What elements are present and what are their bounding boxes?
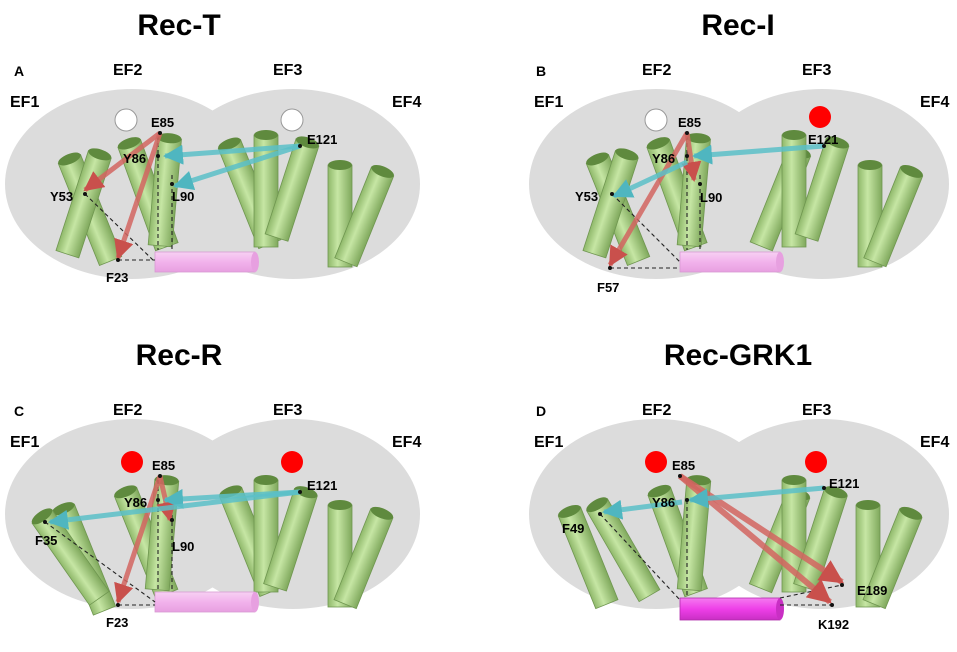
residue-label: Y86 [124,495,147,510]
residue-label: Y86 [652,151,675,166]
panel-c: Rec-R C EF1 EF2 EF3 EF4 [5,339,421,630]
ef4-label: EF4 [920,94,949,111]
panel-letter: C [14,403,24,419]
residue-dots [598,474,844,607]
calcium-ion-ef2 [114,108,138,132]
peptide-helix [679,251,784,273]
ef2-label: EF2 [642,62,671,79]
helix-group [55,130,395,268]
ef3-label: EF3 [802,402,831,419]
residue-label: F23 [106,270,128,285]
calcium-ion-ef3 [281,451,303,473]
blue-arrows [163,143,301,191]
residue-label: E85 [151,115,174,130]
ef1-label: EF1 [10,94,39,111]
ef1-label: EF1 [534,434,563,451]
blue-arrows [602,485,825,520]
residue-label: L90 [172,189,194,204]
panel-letter: A [14,63,24,79]
residue-dots [83,131,302,262]
residue-dots [608,131,826,270]
ef4-label: EF4 [392,434,421,451]
residue-label: L90 [700,190,722,205]
ef3-label: EF3 [273,402,302,419]
ef3-label: EF3 [273,62,302,79]
ef2-label: EF2 [113,62,142,79]
residue-label: Y53 [575,189,598,204]
residue-label: K192 [818,617,849,632]
panel-title: Rec-T [137,9,220,42]
panel-title: Rec-R [136,339,223,372]
calcium-ion-ef2 [121,451,143,473]
panel-letter: B [536,63,546,79]
helix-group [582,130,924,268]
residue-label: L90 [172,539,194,554]
dashed-links [610,136,701,269]
residue-label: F57 [597,280,619,295]
blue-arrows [612,143,825,199]
ef2-label: EF2 [642,402,671,419]
residue-label: E85 [678,115,701,130]
panel-title: Rec-I [701,9,774,42]
residue-label: F49 [562,521,584,536]
panel-title: Rec-GRK1 [664,339,812,372]
residue-label: Y53 [50,189,73,204]
ef2-label: EF2 [113,402,142,419]
panel-letter: D [536,403,546,419]
dashed-links [44,480,173,606]
residue-label: E121 [829,476,859,491]
residue-label: F23 [106,615,128,630]
peptide-helix [679,597,784,621]
ef4-label: EF4 [920,434,949,451]
ef1-label: EF1 [10,434,39,451]
ef3-label: EF3 [802,62,831,79]
residue-label: E121 [808,132,838,147]
calcium-ion-ef3 [280,108,304,132]
residue-label: E189 [857,583,887,598]
panel-a: Rec-T A EF1 EF2 EF3 EF4 [5,9,421,285]
peptide-helix [154,251,259,273]
calcium-ion-ef3 [805,451,827,473]
residue-label: Y86 [652,495,675,510]
ef4-label: EF4 [392,94,421,111]
residue-label: E121 [307,132,337,147]
panel-d: Rec-GRK1 D EF1 EF2 EF3 EF4 [529,339,949,632]
red-arrows [83,131,163,260]
dashed-links [84,136,173,263]
residue-label: E85 [672,458,695,473]
residue-label: Y86 [123,151,146,166]
residue-label: E85 [152,458,175,473]
panel-b: Rec-I B EF1 EF2 EF3 EF4 [529,9,949,295]
calcium-ion-ef2 [644,108,668,132]
ef1-label: EF1 [534,94,563,111]
residue-label: E121 [307,478,337,493]
peptide-helix [154,591,259,613]
residue-dots [43,474,302,607]
residue-label: F35 [35,533,57,548]
calcium-ion-ef2 [645,451,667,473]
calcium-ion-ef3 [809,106,831,128]
red-arrows [607,131,702,267]
blue-arrows [48,488,301,530]
